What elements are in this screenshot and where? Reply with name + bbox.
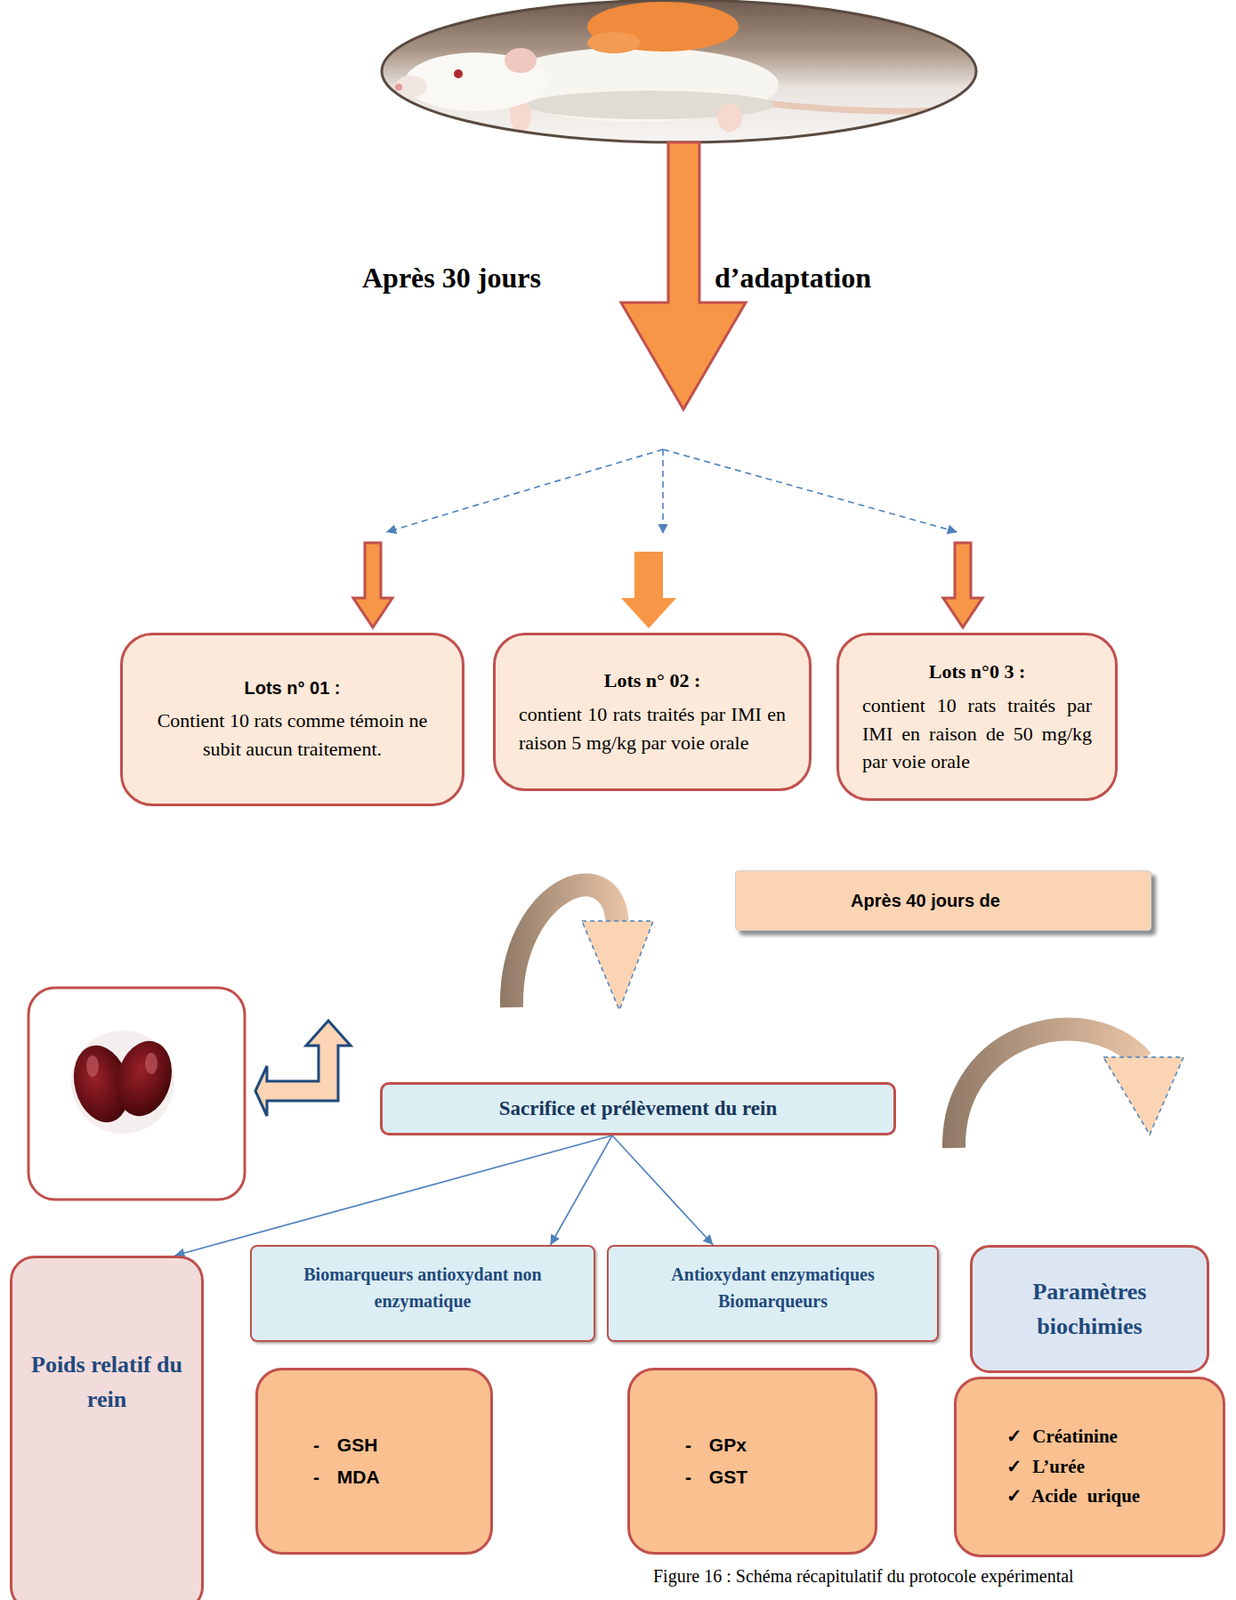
curved-arrow <box>511 884 654 1010</box>
elbow-arrow <box>255 1020 351 1116</box>
node-text: Après 40 jours de <box>753 890 1098 912</box>
connector <box>612 1135 713 1245</box>
node-text: Lots n°0 3 : <box>862 657 1092 687</box>
list-box: ✓ Créatinine✓ L’urée✓ Acide urique <box>953 1376 1226 1558</box>
node-content: Après 40 jours de <box>753 890 1098 912</box>
time-tag: Après 40 jours de <box>735 870 1152 931</box>
node-text: ✓ Acide urique <box>1006 1481 1209 1512</box>
curved-arrow <box>953 1029 1184 1148</box>
group-box: Lots n°0 3 : contient 10 rats traités par… <box>836 632 1118 801</box>
step-label: d’adaptation <box>714 261 872 295</box>
figure-caption: Figure 16 : Schéma récapitulatif du prot… <box>653 1566 1075 1587</box>
node-content: - GSH- MDA <box>313 1429 477 1493</box>
node-content: Antioxydant enzymatiques Biomarqueurs <box>654 1260 891 1315</box>
node-text: Lots n° 02 : <box>518 666 786 695</box>
node-text: contient 10 rats traités par IMI en rais… <box>862 691 1092 777</box>
list-box: - GSH- MDA <box>255 1367 493 1555</box>
list-box: - GPx- GST <box>627 1367 878 1555</box>
connector <box>174 1135 613 1256</box>
node-text: - GSH <box>313 1429 477 1462</box>
node-text: Poids relatif du rein <box>24 1347 189 1417</box>
group-arrow <box>943 542 983 628</box>
node-content: Paramètres biochimies <box>985 1274 1195 1344</box>
node-text: contient 10 rats traités par IMI en rais… <box>518 700 786 758</box>
group-arrow <box>353 542 393 628</box>
category-header: Antioxydant enzymatiques Biomarqueurs <box>606 1244 939 1342</box>
node-text: Biomarqueurs antioxydant non enzymatique <box>298 1260 548 1315</box>
category-header: Biomarqueurs antioxydant non enzymatique <box>250 1244 596 1342</box>
node-text: Lots n° 01 : <box>145 675 439 702</box>
node-content: Lots n° 01 : Contient 10 rats comme témoi… <box>145 675 439 764</box>
node-content: Poids relatif du rein <box>24 1347 189 1417</box>
node-content: Lots n° 02 : contient 10 rats traités par… <box>518 666 786 758</box>
node-text: - MDA <box>313 1461 477 1494</box>
node-content: Biomarqueurs antioxydant non enzymatique <box>298 1260 548 1315</box>
step-label: Après 30 jours <box>362 261 542 295</box>
result-box: Poids relatif du rein <box>9 1255 204 1600</box>
photo-frame <box>381 0 977 143</box>
node-text: ✓ L’urée <box>1006 1452 1209 1483</box>
process-box: Sacrifice et prélèvement du rein <box>379 1082 897 1136</box>
node-text: - GST <box>685 1461 861 1494</box>
node-text: Contient 10 rats comme témoin ne subit a… <box>145 706 439 764</box>
group-box: Lots n° 02 : contient 10 rats traités par… <box>492 632 812 792</box>
node-text: Sacrifice et prélèvement du rein <box>395 1097 881 1121</box>
node-text: Paramètres biochimies <box>985 1274 1195 1344</box>
split-lines <box>386 449 958 534</box>
connector <box>550 1135 613 1245</box>
group-box: Lots n° 01 : Contient 10 rats comme témoi… <box>120 632 465 807</box>
node-content: Sacrifice et prélèvement du rein <box>395 1097 881 1121</box>
node-content: - GPx- GST <box>685 1429 861 1493</box>
category-header: Paramètres biochimies <box>969 1244 1210 1374</box>
node-text: - GPx <box>685 1429 861 1462</box>
group-arrow <box>621 551 677 629</box>
node-text: Antioxydant enzymatiques Biomarqueurs <box>654 1260 891 1315</box>
node-content: Lots n°0 3 : contient 10 rats traités par… <box>862 657 1092 777</box>
rat-photo <box>381 0 979 143</box>
node-content: ✓ Créatinine✓ L’urée✓ Acide urique <box>1006 1421 1209 1512</box>
node-text: ✓ Créatinine <box>1006 1421 1209 1453</box>
kidney-picture <box>28 987 245 1200</box>
